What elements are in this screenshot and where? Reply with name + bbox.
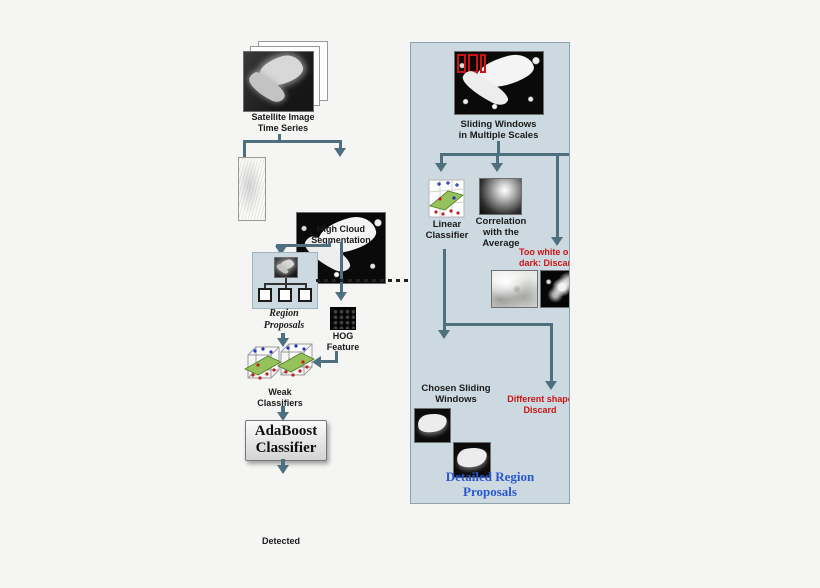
- satellite-label-line2: Time Series: [257, 123, 309, 133]
- sliding-label-line1: Sliding Windows: [460, 119, 537, 130]
- tree-line: [285, 284, 287, 288]
- region-proposals-label: Region Proposals: [244, 308, 324, 332]
- tree-line: [285, 278, 287, 283]
- hog-feature-image: [330, 307, 356, 330]
- sliding-windows-label: Sliding Windows in Multiple Scales: [441, 119, 556, 141]
- arrow-down-icon: [435, 163, 447, 172]
- flow-line: [281, 406, 285, 413]
- arrow-down-icon: [545, 381, 557, 390]
- sliding-window-box: [468, 54, 478, 73]
- chosen-window-crop: [414, 408, 451, 443]
- region-proposals-box: [252, 252, 318, 309]
- satellite-image: [243, 51, 314, 112]
- correlation-average-image: [479, 178, 522, 215]
- discard-note-different-shape: Different shape Discard: [501, 394, 570, 416]
- adaboost-label-line1: AdaBoost: [254, 423, 318, 439]
- flow-line: [281, 459, 285, 466]
- correlation-label-line1: Correlation: [475, 216, 527, 227]
- arrow-down-icon: [491, 163, 503, 172]
- linear-label-line1: Linear: [432, 219, 462, 230]
- discarded-white-window-crop: [491, 270, 538, 308]
- flow-line: [556, 155, 559, 238]
- satellite-image-label: Satellite Image Time Series: [233, 112, 333, 134]
- flow-line: [278, 134, 281, 141]
- flow-line: [440, 155, 443, 164]
- sliding-windows-image: [454, 51, 544, 115]
- flow-line: [497, 141, 500, 154]
- weak-label-line1: Weak: [268, 387, 292, 397]
- flow-line: [550, 323, 553, 382]
- arrow-down-icon: [334, 148, 346, 157]
- arrow-down-icon: [438, 330, 450, 339]
- chosen-window-crop: [453, 442, 491, 478]
- correlation-label-line3: Average: [482, 238, 520, 249]
- arrow-down-icon: [277, 412, 289, 421]
- flow-line: [243, 140, 342, 143]
- chosen-label-line2: Windows: [435, 394, 477, 405]
- detected-label-text: Detected: [261, 536, 300, 546]
- flow-line: [276, 244, 331, 247]
- sliding-label-line2: in Multiple Scales: [458, 130, 539, 141]
- tree-line: [264, 284, 266, 288]
- discarded-dark-window-crop: [540, 270, 569, 308]
- sliding-window-box: [480, 54, 486, 73]
- proposal-window-box: [298, 288, 312, 302]
- flow-line: [339, 142, 342, 149]
- flow-line: [335, 351, 338, 363]
- high-cloud-label-line1: High Cloud: [317, 224, 365, 234]
- region-proposals-label-line2: Proposals: [263, 320, 305, 331]
- proposal-window-box: [278, 288, 292, 302]
- flow-line: [243, 142, 246, 158]
- hog-label-line2: Feature: [326, 342, 360, 352]
- correlation-average-label: Correlation with the Average: [469, 216, 533, 249]
- flow-line: [321, 360, 338, 363]
- arrow-down-icon: [551, 237, 563, 246]
- region-proposals-label-line1: Region: [269, 308, 299, 319]
- region-proposal-thumbnail: [274, 257, 298, 278]
- too-white-line1: Too white or: [519, 247, 570, 257]
- panel-title: Detailed Region Proposals: [423, 469, 557, 499]
- tree-line: [305, 284, 307, 288]
- linear-label-line2: Classifier: [425, 230, 469, 241]
- high-cloud-label-line2: Segmentation: [311, 235, 371, 245]
- low-cloud-image: [238, 157, 266, 221]
- arrow-down-icon: [275, 246, 287, 255]
- weak-classifier-cube-icon: [277, 343, 315, 377]
- hog-label-line1: HOG: [332, 331, 354, 341]
- weak-label-line2: Classifiers: [257, 398, 303, 408]
- dotted-link-line: [316, 279, 411, 282]
- flow-line: [496, 155, 499, 164]
- too-white-line2: dark: Discard: [519, 258, 569, 268]
- discard-note-too-white: Too white or dark: Discard: [519, 247, 570, 269]
- arrow-down-icon: [277, 338, 289, 347]
- high-cloud-segmentation-label: High Cloud Segmentation: [291, 224, 391, 246]
- adaboost-label-line2: Classifier: [255, 440, 317, 456]
- different-shape-line2: Discard: [523, 405, 557, 415]
- chosen-label-line1: Chosen Sliding: [421, 383, 491, 394]
- chosen-sliding-windows-label: Chosen Sliding Windows: [416, 383, 496, 405]
- linear-classifier-icon: [428, 179, 465, 218]
- flow-line: [340, 242, 343, 293]
- flow-line: [281, 333, 285, 339]
- flow-line: [440, 153, 569, 156]
- panel-title-line1: Detailed Region: [445, 469, 535, 484]
- flow-line: [443, 249, 446, 331]
- detailed-region-proposals-panel: Sliding Windows in Multiple Scales Linea…: [410, 42, 570, 504]
- arrow-down-icon: [277, 465, 289, 474]
- different-shape-line1: Different shape: [507, 394, 570, 404]
- detected-label: Detected: [241, 536, 321, 547]
- weak-classifiers-label: Weak Classifiers: [240, 387, 320, 409]
- panel-title-line2: Proposals: [463, 484, 517, 499]
- arrow-down-icon: [335, 292, 347, 301]
- adaboost-classifier-box: AdaBoost Classifier: [245, 420, 327, 461]
- hog-feature-label: HOG Feature: [313, 331, 373, 353]
- sliding-window-box: [457, 54, 466, 73]
- proposal-window-box: [258, 288, 272, 302]
- linear-classifier-label: Linear Classifier: [416, 219, 478, 241]
- weak-classifier-cube-icon: [244, 346, 282, 380]
- correlation-label-line2: with the: [483, 227, 519, 238]
- satellite-label-line1: Satellite Image: [251, 112, 315, 122]
- arrow-left-icon: [312, 356, 321, 368]
- flow-line: [443, 323, 553, 326]
